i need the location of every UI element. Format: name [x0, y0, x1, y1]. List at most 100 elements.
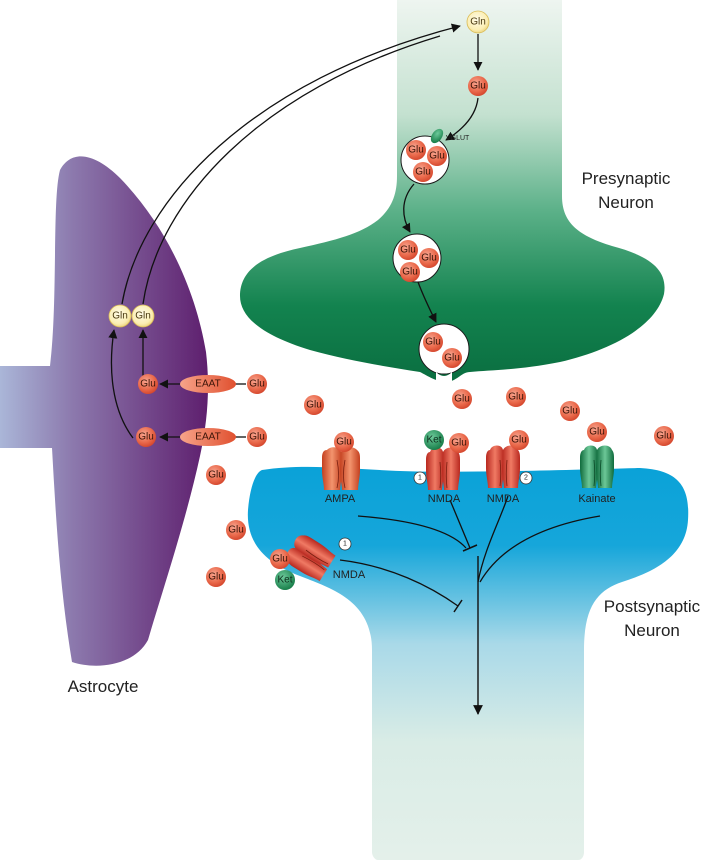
- nmda-label-extrasynaptic: NMDA: [333, 569, 366, 581]
- arrow-gln-to-presynaptic-2: [142, 35, 441, 305]
- glutamate-label: Glu: [451, 438, 467, 449]
- glutamate-bound-molecule: Glu: [334, 432, 354, 452]
- ampa-label: AMPA: [325, 493, 356, 505]
- binding-site-number: 1: [418, 475, 422, 482]
- glutamine-molecule: Gln: [466, 10, 490, 34]
- svg-text:Gln: Gln: [112, 311, 128, 322]
- arrow-glu-to-gln-left: [108, 329, 134, 439]
- glutamate-cleft-molecule: Glu: [304, 395, 324, 415]
- presynaptic-neuron-body: [240, 0, 665, 382]
- glutamine-molecule: Gln: [108, 304, 132, 328]
- glutamate-cleft-molecule: Glu: [506, 387, 526, 407]
- block-bar-1: [462, 544, 478, 552]
- arrow-vesicle-transport-1: [401, 183, 415, 233]
- binding-site-number: 2: [524, 475, 528, 482]
- arrow-glu-to-vesicle: [445, 97, 479, 141]
- presynaptic-label-line1: Presynaptic: [582, 169, 671, 188]
- glutamate-vesicle-molecule: Glu: [400, 262, 420, 282]
- nmda-label-2: NMDA: [487, 493, 520, 505]
- astrocyte-label: Astrocyte: [68, 677, 139, 696]
- glutamate-label: Glu: [415, 167, 431, 178]
- glutamate-bound-molecule: Glu: [449, 433, 469, 453]
- glutamate-cleft-molecule: Glu: [654, 426, 674, 446]
- glutamate-cleft-molecule: Glu: [206, 567, 226, 587]
- vglut-transporter: VGLUT: [430, 128, 470, 144]
- nmda-receptor-1: [426, 447, 460, 490]
- glutamate-label: Glu: [408, 145, 424, 156]
- glutamate-label: Glu: [425, 337, 441, 348]
- glutamate-cleft-molecule: Glu: [247, 374, 267, 394]
- glutamate-presynaptic-molecule: Glu: [468, 76, 488, 96]
- postsynaptic-label-line1: Postsynaptic: [604, 597, 701, 616]
- glutamate-bound-molecule: Glu: [509, 430, 529, 450]
- arrow-vesicle-transport-2: [417, 281, 437, 323]
- astrocyte-body: [0, 156, 208, 666]
- glutamate-astrocyte-molecule: Glu: [136, 427, 156, 447]
- glutamate-label: Glu: [249, 432, 265, 443]
- glutamate-label: Glu: [508, 392, 524, 403]
- glutamate-label: Glu: [336, 437, 352, 448]
- glutamate-cleft-molecule: Glu: [560, 401, 580, 421]
- vglut-label: VGLUT: [446, 135, 470, 142]
- glutamate-cleft-molecule: Glu: [452, 389, 472, 409]
- glutamate-label: Glu: [306, 400, 322, 411]
- svg-text:Gln: Gln: [470, 17, 486, 28]
- nmda-receptor-extrasynaptic: [287, 535, 336, 582]
- glutamate-label: Glu: [138, 432, 154, 443]
- svg-text:Ket: Ket: [277, 575, 292, 586]
- glutamate-label: Glu: [444, 353, 460, 364]
- signal-nmda-ext: [339, 559, 459, 607]
- eaat-transporter-bottom: EAAT: [180, 428, 236, 446]
- nmda-label-1: NMDA: [428, 493, 461, 505]
- fusion-pore: [436, 372, 452, 386]
- glutamate-vesicle-molecule: Glu: [442, 348, 462, 368]
- glutamate-cleft-molecule: Glu: [247, 427, 267, 447]
- glutamate-vesicle-molecule: Glu: [413, 162, 433, 182]
- glutamate-label: Glu: [208, 470, 224, 481]
- svg-text:Ket: Ket: [426, 435, 441, 446]
- glutamate-vesicle-molecule: Glu: [419, 248, 439, 268]
- glutamate-vesicle-molecule: Glu: [427, 146, 447, 166]
- glutamate-vesicle-molecule: Glu: [398, 240, 418, 260]
- presynaptic-label-line2: Neuron: [598, 193, 654, 212]
- glutamate-label: Glu: [249, 379, 265, 390]
- eaat-label: EAAT: [195, 379, 220, 390]
- signal-nmda-1: [449, 499, 471, 549]
- glutamate-label: Glu: [454, 394, 470, 405]
- glutamate-bound-molecule: Glu: [587, 422, 607, 442]
- eaat-transporter-top: EAAT: [180, 375, 236, 393]
- glutamate-label: Glu: [511, 435, 527, 446]
- ketamine-molecule: Ket: [424, 430, 444, 450]
- glutamate-molecules: GluGluGluGluGluGluGluGluGluGluGluGluGluG…: [136, 76, 674, 587]
- glutamate-bound-molecule: Glu: [270, 549, 290, 569]
- signal-nmda-2: [477, 495, 509, 583]
- block-bar-2: [453, 599, 463, 613]
- glutamate-vesicle-molecule: Glu: [406, 140, 426, 160]
- svg-text:Gln: Gln: [135, 311, 151, 322]
- glutamate-label: Glu: [272, 554, 288, 565]
- kainate-label: Kainate: [578, 493, 615, 505]
- kainate-receptor: [580, 445, 614, 488]
- glutamate-astrocyte-molecule: Glu: [138, 374, 158, 394]
- glutamate-label: Glu: [656, 431, 672, 442]
- nmda-receptor-2: [486, 445, 520, 488]
- glutamate-cleft-molecule: Glu: [206, 465, 226, 485]
- glutamate-label: Glu: [421, 253, 437, 264]
- glutamate-label: Glu: [402, 267, 418, 278]
- glutamate-label: Glu: [140, 379, 156, 390]
- glutamate-cleft-molecule: Glu: [226, 520, 246, 540]
- ketamine-molecule: Ket: [275, 570, 295, 590]
- binding-site-number: 1: [343, 541, 347, 548]
- glutamate-label: Glu: [589, 427, 605, 438]
- arrow-gln-to-presynaptic: [121, 23, 461, 305]
- glutamate-label: Glu: [400, 245, 416, 256]
- glutamine-molecule: Gln: [131, 304, 155, 328]
- eaat-label: EAAT: [195, 432, 220, 443]
- binding-site-1-marker-extrasynaptic: 1: [338, 537, 352, 551]
- postsynaptic-neuron-body: [247, 466, 689, 860]
- signal-ampa: [357, 515, 467, 549]
- glutamate-label: Glu: [208, 572, 224, 583]
- binding-site-2-marker: 2: [519, 471, 533, 485]
- glutamate-label: Glu: [429, 151, 445, 162]
